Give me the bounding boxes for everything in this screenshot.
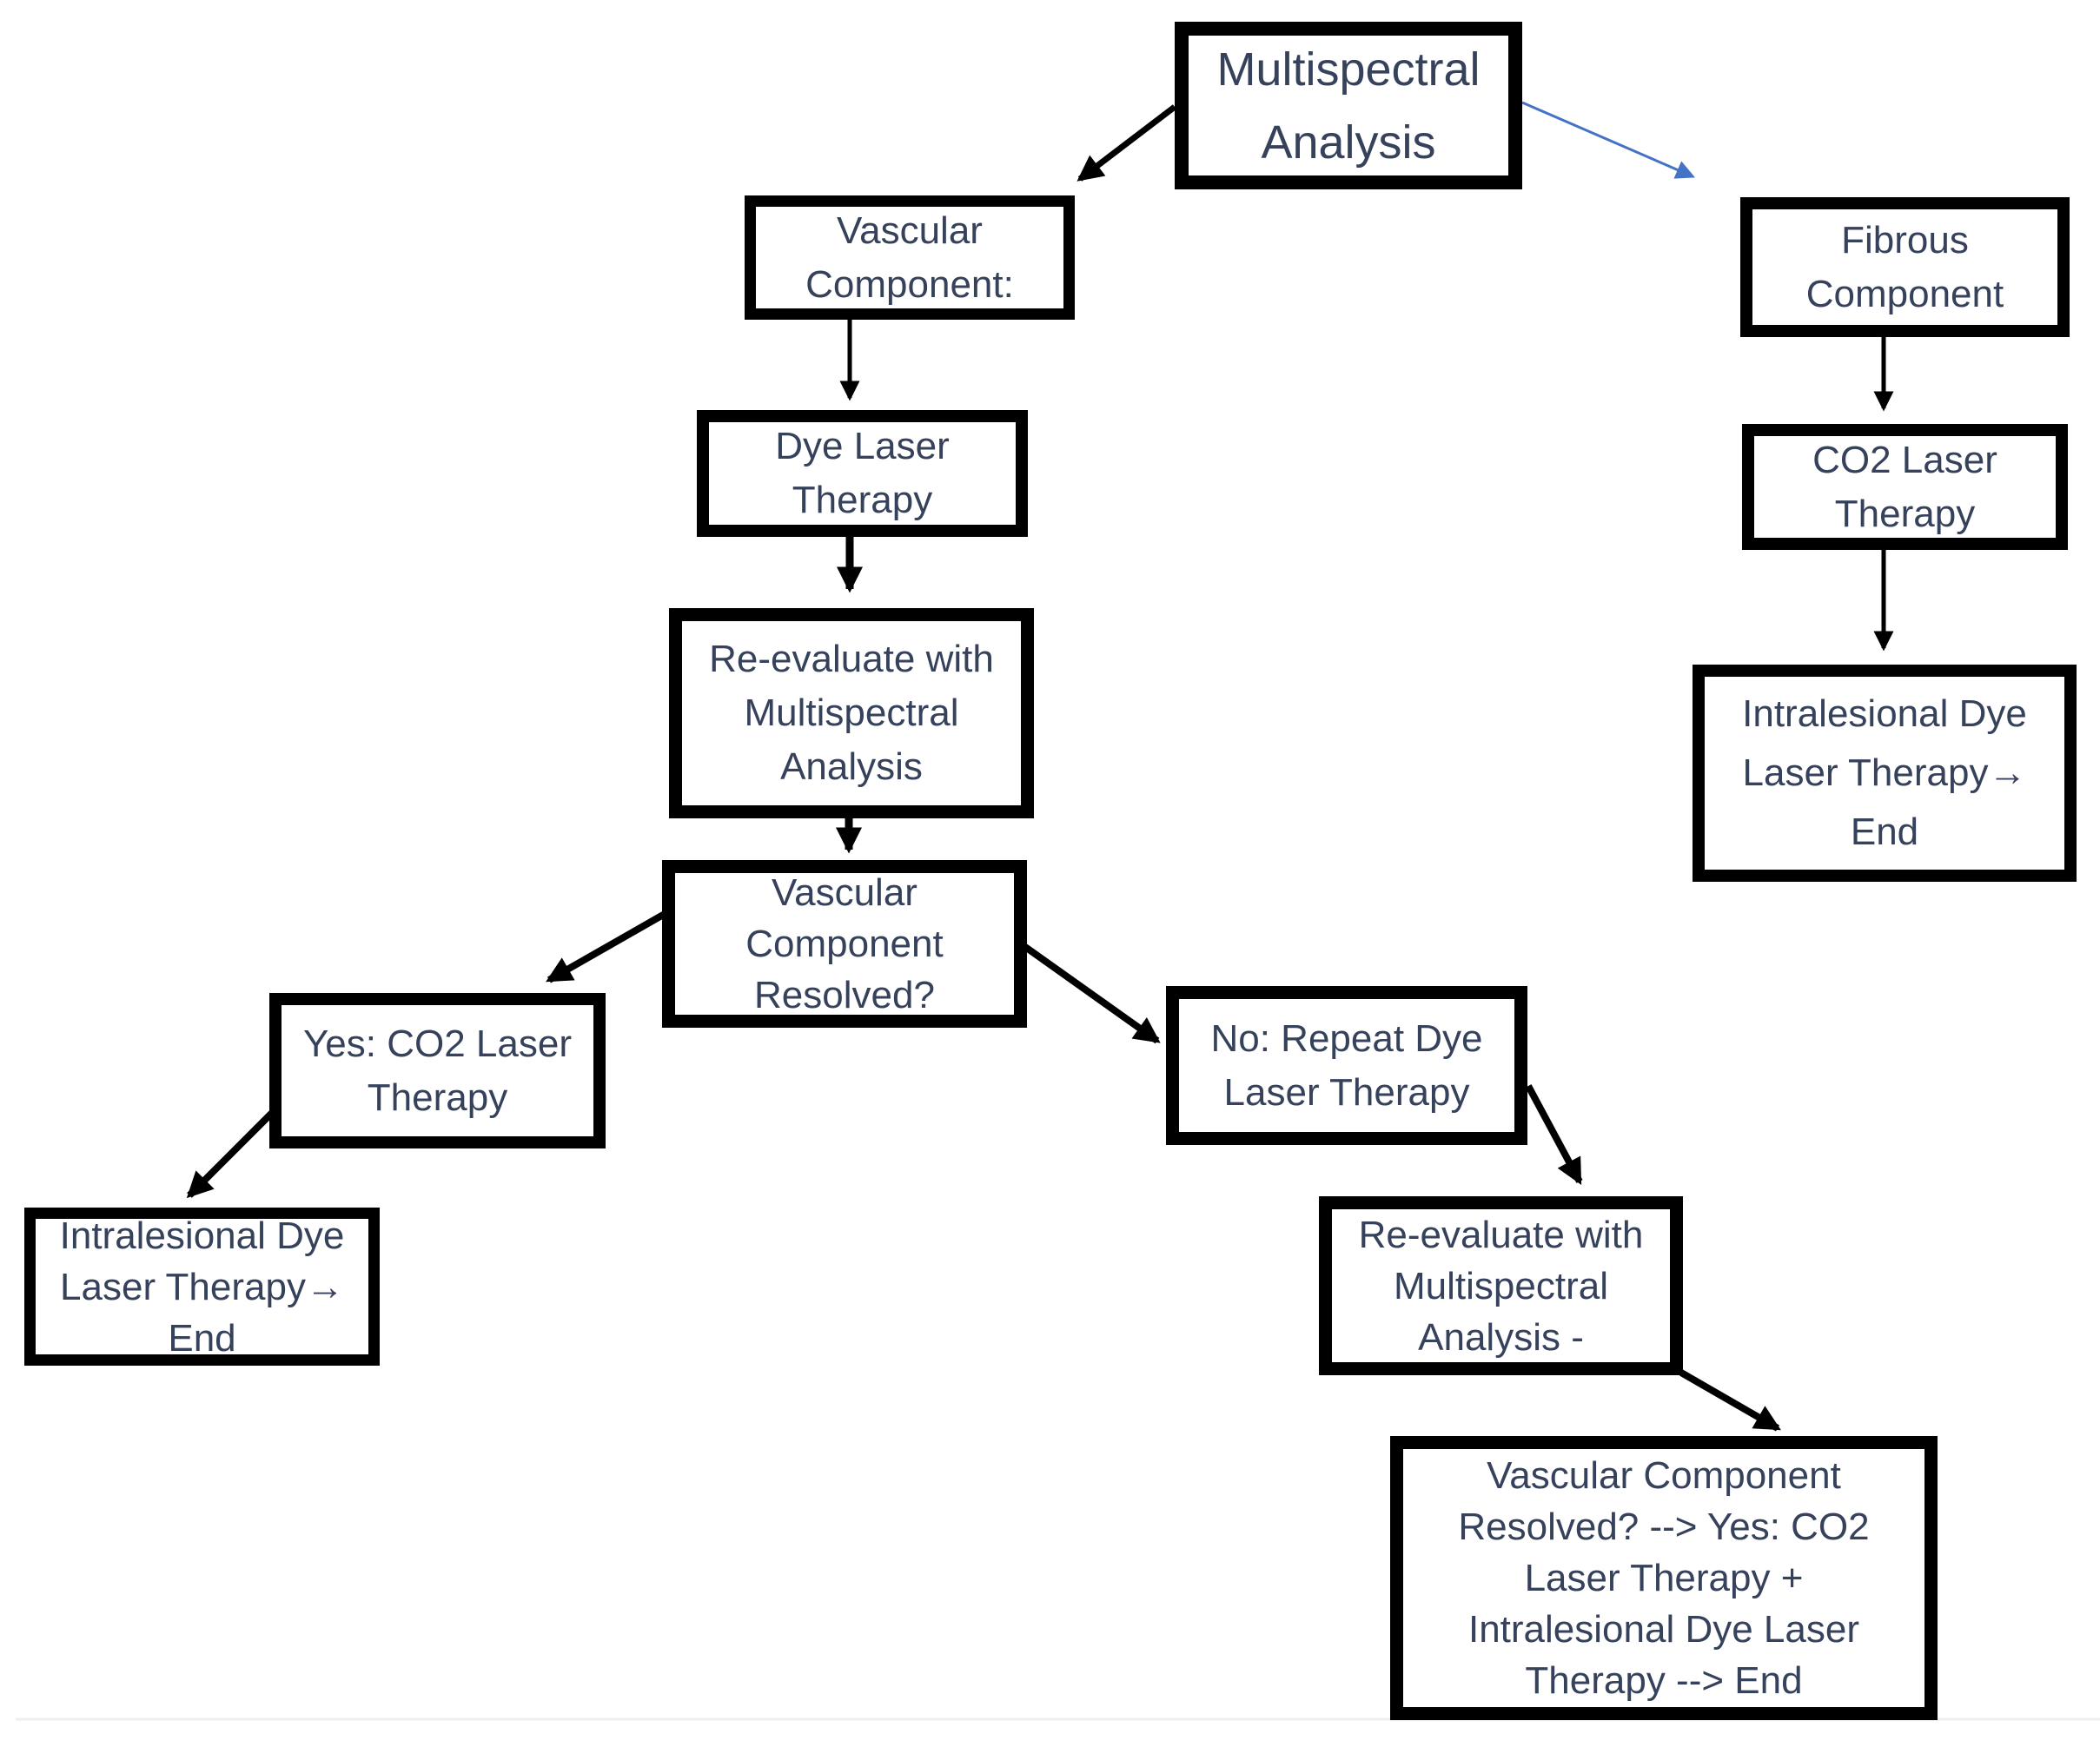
edge-multispectral-to-vascular: [1076, 104, 1177, 182]
node-fibrous-component-label: Fibrous Component: [1805, 218, 2004, 315]
edge-resolved-to-yes: [546, 910, 666, 983]
node-reevaluate-multispectral-2: Re-evaluate with Multispectral Analysis …: [1319, 1196, 1683, 1375]
node-intralesional-end-right: Intralesional Dye Laser Therapy→ End: [1693, 665, 2077, 882]
node-intralesional-end-left-label: Intralesional Dye Laser Therapy→ End: [59, 1214, 345, 1360]
node-vascular-component: Vascular Component:: [745, 195, 1075, 320]
node-multispectral-analysis-label: Multispectral Analysis: [1216, 43, 1481, 169]
node-yes-co2-laser-therapy-label: Yes: CO2 Laser Therapy: [303, 1022, 572, 1119]
node-vascular-component-label: Vascular Component:: [805, 208, 1014, 306]
edge-no-to-reevaluate2: [1525, 1084, 1583, 1185]
node-intralesional-end-right-label: Intralesional Dye Laser Therapy→ End: [1742, 692, 2027, 853]
node-no-repeat-dye-laser: No: Repeat Dye Laser Therapy: [1166, 986, 1527, 1145]
node-reevaluate-multispectral-1-label: Re-evaluate with Multispectral Analysis: [709, 638, 994, 788]
node-final-resolved-outcome-label: Vascular Component Resolved? --> Yes: CO…: [1458, 1454, 1870, 1702]
node-reevaluate-multispectral-2-label: Re-evaluate with Multispectral Analysis …: [1358, 1213, 1644, 1359]
edge-multispectral-to-fibrous: [1521, 101, 1696, 179]
node-reevaluate-multispectral-1: Re-evaluate with Multispectral Analysis: [669, 608, 1034, 818]
edge-resolved-to-no: [1023, 943, 1161, 1044]
node-intralesional-end-left: Intralesional Dye Laser Therapy→ End: [24, 1208, 380, 1366]
edge-reevaluate2-to-final: [1679, 1369, 1781, 1432]
node-yes-co2-laser-therapy: Yes: CO2 Laser Therapy: [269, 993, 606, 1148]
edge-yes-to-intralesional-left: [186, 1109, 275, 1199]
node-dye-laser-therapy: Dye Laser Therapy: [697, 410, 1028, 537]
node-co2-laser-therapy-right: CO2 Laser Therapy: [1742, 424, 2068, 550]
node-no-repeat-dye-laser-label: No: Repeat Dye Laser Therapy: [1210, 1016, 1483, 1114]
node-vascular-resolved-question-label: Vascular Component Resolved?: [745, 871, 944, 1016]
node-co2-laser-therapy-right-label: CO2 Laser Therapy: [1812, 438, 1997, 535]
node-final-resolved-outcome: Vascular Component Resolved? --> Yes: CO…: [1390, 1436, 1938, 1720]
node-vascular-resolved-question: Vascular Component Resolved?: [662, 860, 1027, 1028]
node-dye-laser-therapy-label: Dye Laser Therapy: [775, 425, 950, 521]
node-fibrous-component: Fibrous Component: [1740, 197, 2070, 337]
node-multispectral-analysis: Multispectral Analysis: [1175, 22, 1522, 189]
